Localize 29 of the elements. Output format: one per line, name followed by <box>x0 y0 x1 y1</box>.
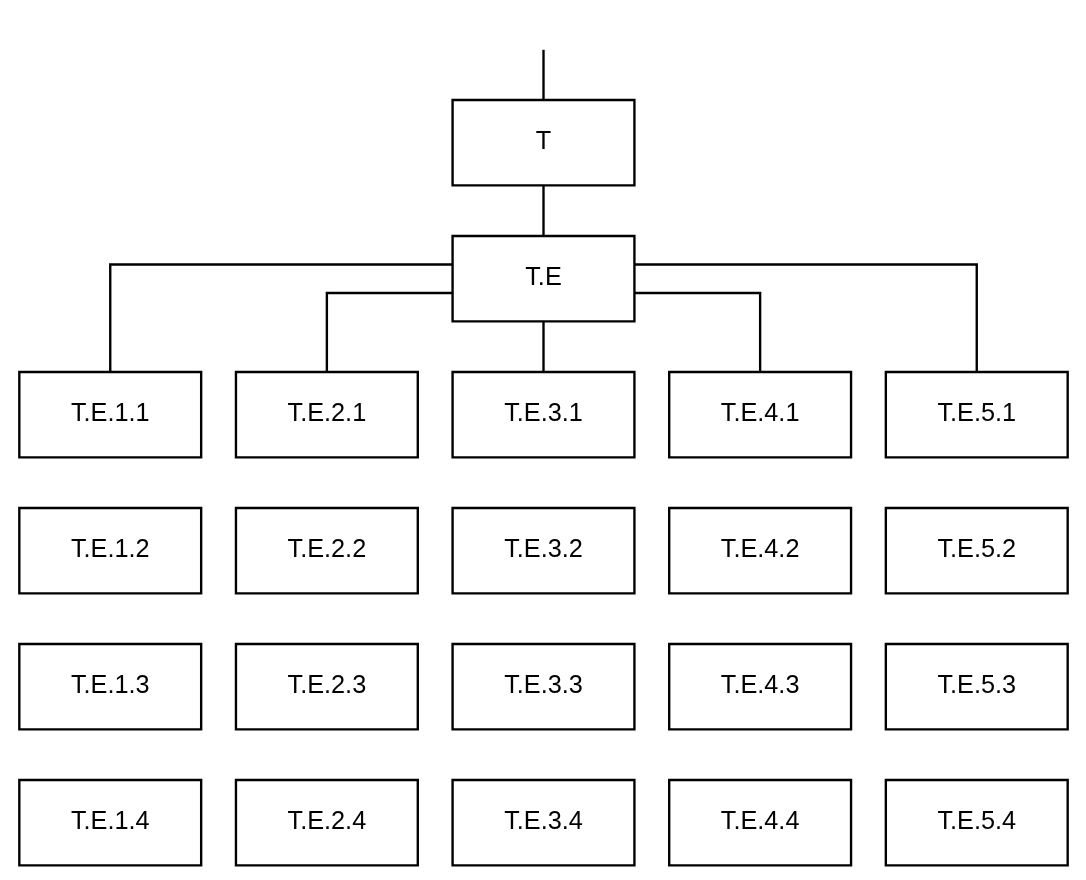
node-box: T.E.5.2 <box>884 506 1069 595</box>
node-box: T.E.2.4 <box>234 778 419 867</box>
node-box: T.E.3.2 <box>450 506 636 595</box>
node-box: T.E.3.3 <box>450 642 636 731</box>
node-box: T.E.1.2 <box>17 506 202 595</box>
node-box: T.E.2.1 <box>234 370 419 459</box>
connector <box>634 291 761 372</box>
node-box: T.E.4.4 <box>667 778 852 867</box>
node-box: T.E.3.4 <box>450 778 636 867</box>
node-box: T.E <box>450 234 636 323</box>
node-box: T.E.4.2 <box>667 506 852 595</box>
node-box: T.E.2.3 <box>234 642 419 731</box>
connector <box>541 321 545 372</box>
node-box: T.E.3.1 <box>450 370 636 459</box>
connector <box>541 49 545 100</box>
connector <box>541 185 545 236</box>
node-box: T.E.4.3 <box>667 642 852 731</box>
node-box: T.E.5.3 <box>884 642 1069 731</box>
connector <box>108 263 452 372</box>
node-box: T.E.1.3 <box>17 642 202 731</box>
connector <box>325 291 452 372</box>
node-box: T.E.1.1 <box>17 370 202 459</box>
node-box: T.E.5.1 <box>884 370 1069 459</box>
node-box: T.E.1.4 <box>17 778 202 867</box>
node-box: T.E.5.4 <box>884 778 1069 867</box>
connector <box>634 263 978 372</box>
node-box: T <box>450 98 636 187</box>
node-box: T.E.4.1 <box>667 370 852 459</box>
node-box: T.E.2.2 <box>234 506 419 595</box>
